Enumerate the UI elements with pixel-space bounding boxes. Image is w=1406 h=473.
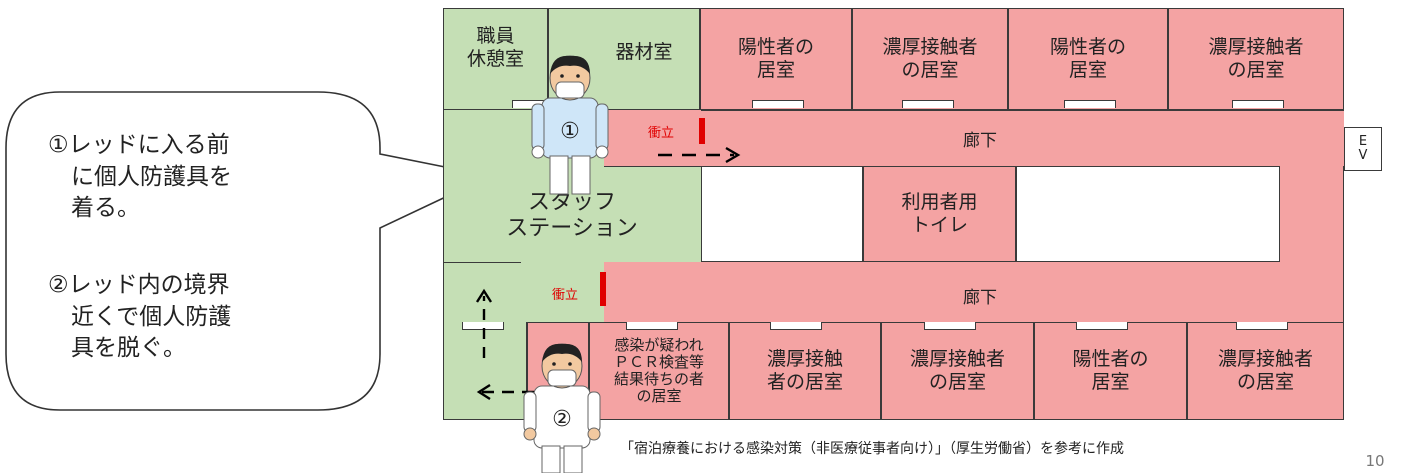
door <box>770 322 822 330</box>
room-bottom-2: 濃厚接触 者の居室 <box>729 322 881 420</box>
callout-step2: ②レッド内の境界 近くで個人防護 具を脱ぐ。 <box>48 272 232 362</box>
door <box>752 100 804 108</box>
room-bottom-2-label: 濃厚接触 者の居室 <box>766 348 843 393</box>
room-top-2: 濃厚接触者 の居室 <box>852 8 1008 110</box>
callout-bubble <box>5 91 493 411</box>
room-top-3: 陽性者の 居室 <box>1008 8 1168 110</box>
partition-bottom-label: 衝立 <box>552 288 579 303</box>
room-bottom-4-label: 陽性者の 居室 <box>1072 348 1149 393</box>
door <box>1064 100 1116 108</box>
room-top-4-label: 濃厚接触者 の居室 <box>1208 36 1304 81</box>
staff-label-2: ② <box>552 407 572 432</box>
corridor-bottom-label: 廊下 <box>963 288 997 308</box>
room-toilet: 利用者用 トイレ <box>863 166 1016 262</box>
wall <box>604 166 701 167</box>
room-toilet-label: 利用者用 トイレ <box>901 191 978 236</box>
partition-top <box>699 118 705 144</box>
staff-figure-2-icon <box>523 343 601 473</box>
elevator-label: E V <box>1358 133 1368 163</box>
wall <box>443 262 521 263</box>
corridor-top-label: 廊下 <box>963 131 997 151</box>
room-top-1-label: 陽性者の 居室 <box>737 36 814 81</box>
door <box>902 100 954 108</box>
arrow-up-icon <box>475 288 493 358</box>
partition-top-label: 衝立 <box>648 126 675 141</box>
staff-label-1: ① <box>560 119 580 144</box>
room-top-1: 陽性者の 居室 <box>700 8 852 110</box>
corridor-right <box>1280 166 1344 262</box>
room-staff-rest: 職員 休憩室 <box>443 8 548 110</box>
corridor-top <box>701 110 1344 166</box>
door <box>1232 100 1284 108</box>
door <box>1236 322 1288 330</box>
room-staff-rest-label: 職員 休憩室 <box>466 25 524 70</box>
room-top-2-label: 濃厚接触者 の居室 <box>882 36 978 81</box>
arrow-right-icon <box>658 146 741 164</box>
door <box>924 322 976 330</box>
corridor-bottom <box>604 262 1344 322</box>
room-top-3-label: 陽性者の 居室 <box>1049 36 1126 81</box>
partition-bottom <box>600 272 606 306</box>
room-bottom-5-label: 濃厚接触者 の居室 <box>1217 348 1313 393</box>
door <box>1076 322 1128 330</box>
corridor-top-entry <box>604 110 701 166</box>
elevator: E V <box>1344 127 1382 171</box>
callout-step1: ①レッドに入る前 に個人防護具を 着る。 <box>48 132 232 222</box>
room-equipment-label: 器材室 <box>615 41 673 63</box>
room-bottom-3: 濃厚接触者 の居室 <box>881 322 1034 420</box>
room-bottom-4: 陽性者の 居室 <box>1034 322 1187 420</box>
room-bottom-3-label: 濃厚接触者 の居室 <box>909 348 1005 393</box>
citation: 「宿泊療養における感染対策（非医療従事者向け）」（厚生労働省）を参考に作成 <box>620 441 1124 457</box>
arrow-left-icon <box>476 383 534 401</box>
inner-space-left <box>701 166 863 262</box>
room-top-4: 濃厚接触者 の居室 <box>1168 8 1344 110</box>
room-bottom-1-label: 感染が疑われ ＰＣＲ検査等 結果待ちの者 の居室 <box>613 336 704 405</box>
inner-space-right <box>1016 166 1280 262</box>
page-number: 10 <box>1365 452 1385 470</box>
door <box>626 322 678 330</box>
staff-figure-1-icon <box>531 55 609 195</box>
room-bottom-5: 濃厚接触者 の居室 <box>1187 322 1344 420</box>
